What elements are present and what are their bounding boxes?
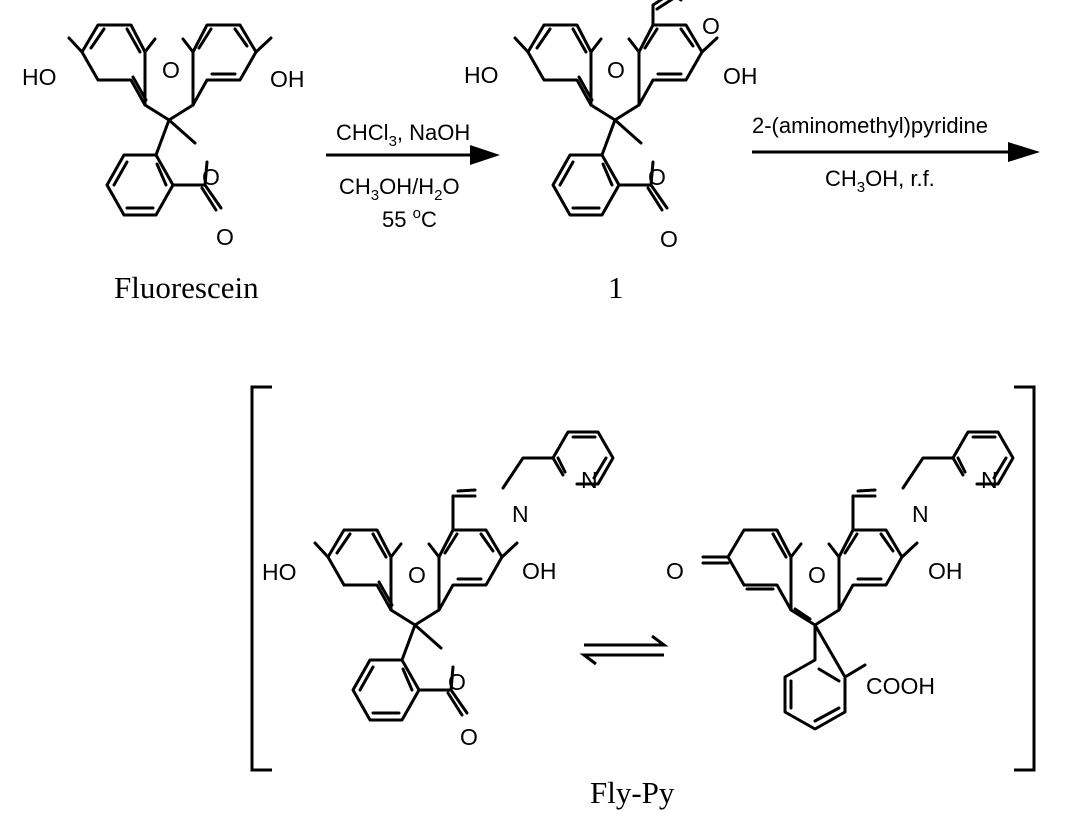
flypy-open-quinone-oxygen: O	[666, 558, 684, 584]
flypy-lactone-carbonyl-oxygen: O	[460, 724, 478, 750]
solvent-methanol-reflux: CH3OH, r.f.	[825, 166, 935, 196]
fluorescein-ring-oxygen: O	[162, 57, 180, 83]
right-bracket	[1014, 385, 1036, 772]
flypy-lactone-imine-nitrogen: N	[512, 501, 529, 527]
reaction-temperature: 55 oC	[382, 205, 437, 232]
flypy-lactone-ring-oxygen: O	[408, 562, 426, 588]
compound-1-lactone-oxygen: O	[648, 164, 666, 190]
flypy-lactone-left-hydroxyl: HO	[262, 559, 297, 585]
flypy-open-right-hydroxyl: OH	[928, 558, 963, 584]
compound-1-ring-oxygen: O	[607, 57, 625, 83]
equilibrium-arrows	[579, 634, 669, 666]
compound-1-left-hydroxyl: HO	[464, 62, 499, 88]
fluorescein-right-hydroxyl: OH	[270, 66, 305, 92]
fluorescein-left-hydroxyl: HO	[22, 64, 57, 90]
flypy-open-carboxylic-acid: COOH	[866, 673, 935, 699]
reaction-arrow-2	[752, 142, 1040, 162]
flypy-lactone-lactone-oxygen: O	[448, 669, 466, 695]
flypy-lactone-pyridine-nitrogen: N	[581, 467, 598, 493]
flypy-open-ring-oxygen: O	[808, 562, 826, 588]
compound-1-carbonyl-oxygen: O	[660, 226, 678, 252]
fluorescein-structure	[67, 23, 273, 217]
reagent-aminomethylpyridine: 2-(aminomethyl)pyridine	[752, 113, 988, 138]
flypy-open-imine-nitrogen: N	[912, 501, 929, 527]
fluorescein-caption: Fluorescein	[114, 270, 259, 305]
flypy-caption: Fly-Py	[590, 775, 675, 810]
compound-1-right-hydroxyl: OH	[723, 63, 758, 89]
flypy-lactone-structure	[313, 430, 615, 722]
compound-1-caption: 1	[608, 270, 624, 305]
flypy-lactone-right-hydroxyl: OH	[522, 558, 557, 584]
compound-1-aldehyde-oxygen: O	[702, 13, 720, 39]
solvent-methanol-water: CH3OH/H2O	[339, 174, 460, 204]
fluorescein-carbonyl-oxygen: O	[216, 224, 234, 250]
compound-1-structure	[513, 0, 719, 217]
fluorescein-lactone-oxygen: O	[202, 164, 220, 190]
flypy-open-structure	[701, 430, 1015, 731]
reaction-arrow-1	[326, 145, 500, 165]
left-bracket	[250, 385, 272, 772]
reagent-chloroform-naoh: CHCl3, NaOH	[336, 120, 470, 150]
flypy-open-pyridine-nitrogen: N	[981, 467, 998, 493]
